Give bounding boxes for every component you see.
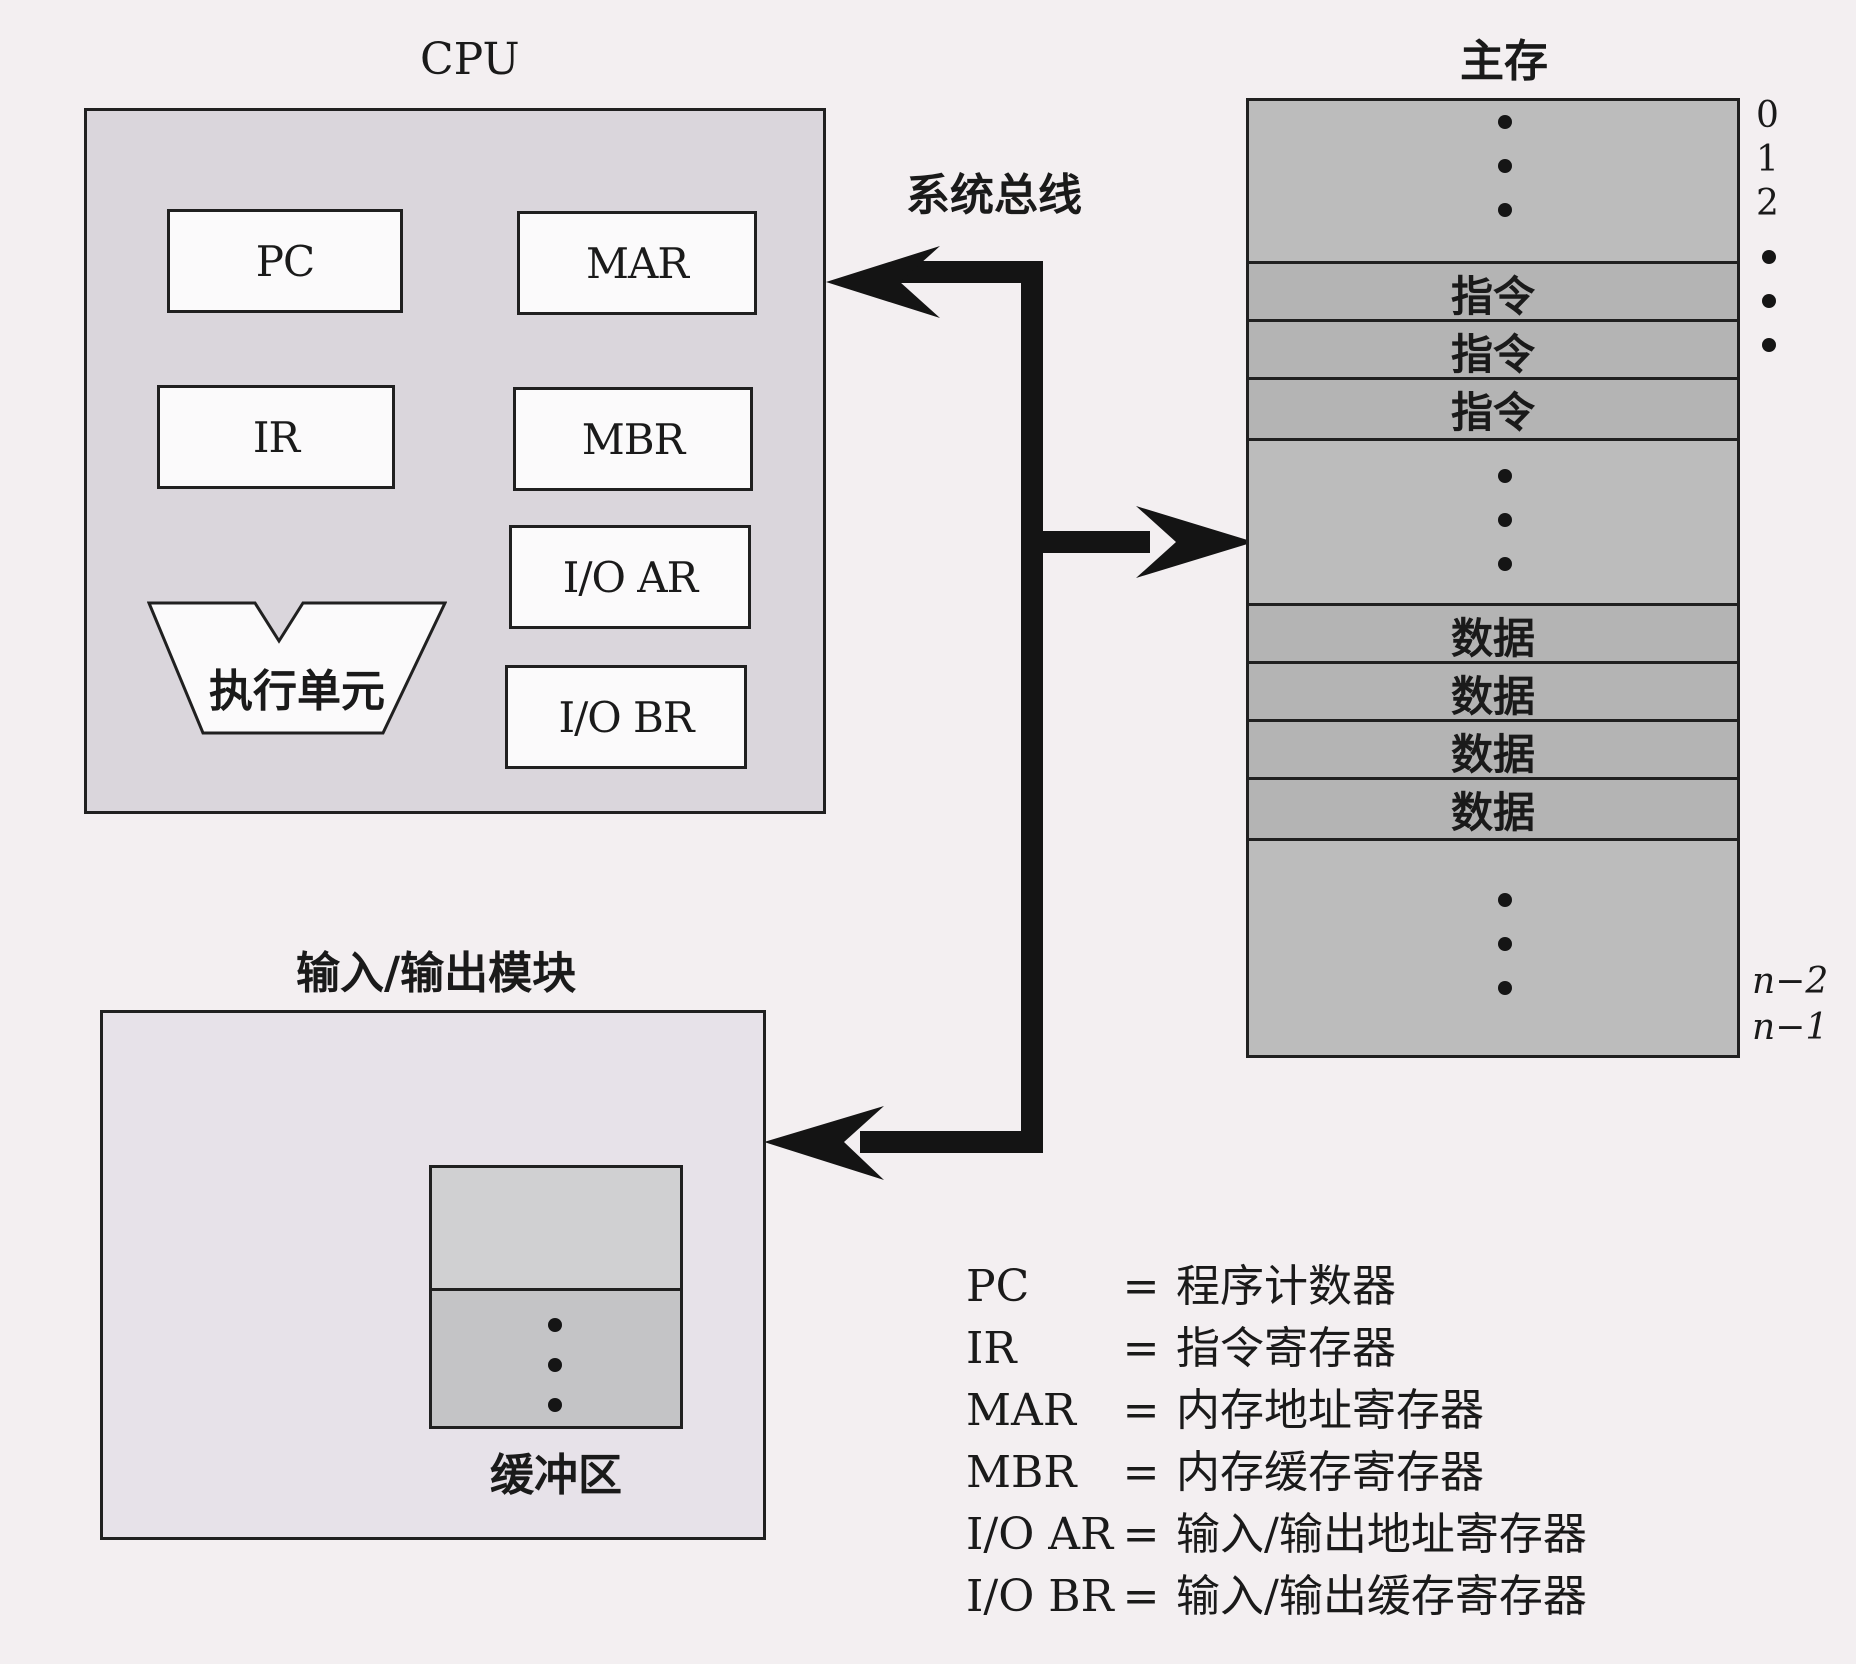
buffer-row [432,1168,680,1201]
address-label: 1 [1756,139,1779,180]
ellipsis-dot [1498,469,1512,483]
ellipsis-dot [1762,338,1776,352]
memory-data-row: 数据 [1249,777,1737,841]
address-label: n−1 [1752,1007,1829,1048]
legend: PC = 程序计数器 IR = 指令寄存器 MAR = 内存地址寄存器 MBR … [966,1256,1587,1628]
ir-register: IR [157,385,395,489]
legend-equals: = [1122,1261,1160,1312]
ellipsis-dot [548,1318,562,1332]
ellipsis-dot [1498,115,1512,129]
legend-abbr: I/O BR [966,1571,1114,1622]
memory-instruction-row: 指令 [1249,319,1737,380]
io-br-register: I/O BR [505,665,747,769]
arrow-to-io [764,1106,884,1180]
legend-definition: 内存缓存寄存器 [1176,1447,1484,1498]
buffer-row [432,1258,680,1291]
memory-title: 主存 [1460,36,1548,87]
ellipsis-dot [548,1358,562,1372]
memory-instruction-row: 指令 [1249,377,1737,441]
buffer [429,1165,683,1429]
address-label: 0 [1756,95,1779,136]
ellipsis-dot [1498,513,1512,527]
legend-equals: = [1122,1447,1160,1498]
memory-instruction-row: 指令 [1249,261,1737,322]
execution-unit-label: 执行单元 [209,666,385,717]
mar-register: MAR [517,211,757,315]
legend-equals: = [1122,1385,1160,1436]
main-memory: 指令 指令 指令 数据 数据 数据 数据 [1246,98,1740,1058]
ellipsis-dot [1498,557,1512,571]
cpu-title: CPU [420,34,520,85]
legend-row: I/O BR = 输入/输出缓存寄存器 [966,1566,1587,1628]
arrow-to-memory [1136,506,1254,578]
buffer-label: 缓冲区 [490,1450,622,1501]
legend-definition: 程序计数器 [1176,1261,1396,1312]
io-module: 缓冲区 [100,1010,766,1540]
ellipsis-dot [1498,981,1512,995]
ellipsis-dot [1498,937,1512,951]
legend-abbr: I/O AR [966,1509,1114,1560]
cpu-block: PC MAR IR MBR I/O AR I/O BR 执行单元 [84,108,826,814]
memory-data-row: 数据 [1249,719,1737,780]
ellipsis-dot [1498,159,1512,173]
legend-equals: = [1122,1509,1160,1560]
pc-register: PC [167,209,403,313]
buffer-row [432,1198,680,1231]
io-ar-register: I/O AR [509,525,751,629]
legend-row: PC = 程序计数器 [966,1256,1587,1318]
buffer-row [432,1228,680,1261]
ellipsis-dot [548,1398,562,1412]
legend-definition: 输入/输出缓存寄存器 [1176,1571,1587,1622]
execution-unit-shape [146,601,448,735]
legend-row: MBR = 内存缓存寄存器 [966,1442,1587,1504]
legend-row: IR = 指令寄存器 [966,1318,1587,1380]
bus-label: 系统总线 [906,170,1082,221]
address-label: 2 [1756,183,1779,224]
legend-abbr: MAR [966,1385,1076,1436]
legend-abbr: IR [966,1323,1017,1374]
legend-abbr: MBR [966,1447,1077,1498]
legend-abbr: PC [966,1261,1030,1312]
arrow-to-cpu [826,246,940,318]
memory-data-row: 数据 [1249,661,1737,722]
ellipsis-dot [1762,250,1776,264]
legend-equals: = [1122,1323,1160,1374]
mbr-register: MBR [513,387,753,491]
ellipsis-dot [1762,294,1776,308]
memory-data-row: 数据 [1249,603,1737,664]
ellipsis-dot [1498,893,1512,907]
execution-unit: 执行单元 [146,593,448,743]
legend-row: I/O AR = 输入/输出地址寄存器 [966,1504,1587,1566]
legend-definition: 输入/输出地址寄存器 [1176,1509,1587,1560]
legend-definition: 指令寄存器 [1176,1323,1396,1374]
legend-row: MAR = 内存地址寄存器 [966,1380,1587,1442]
io-module-title: 输入/输出模块 [296,948,577,999]
address-label: n−2 [1752,961,1829,1002]
ellipsis-dot [1498,203,1512,217]
legend-equals: = [1122,1571,1160,1622]
legend-definition: 内存地址寄存器 [1176,1385,1484,1436]
